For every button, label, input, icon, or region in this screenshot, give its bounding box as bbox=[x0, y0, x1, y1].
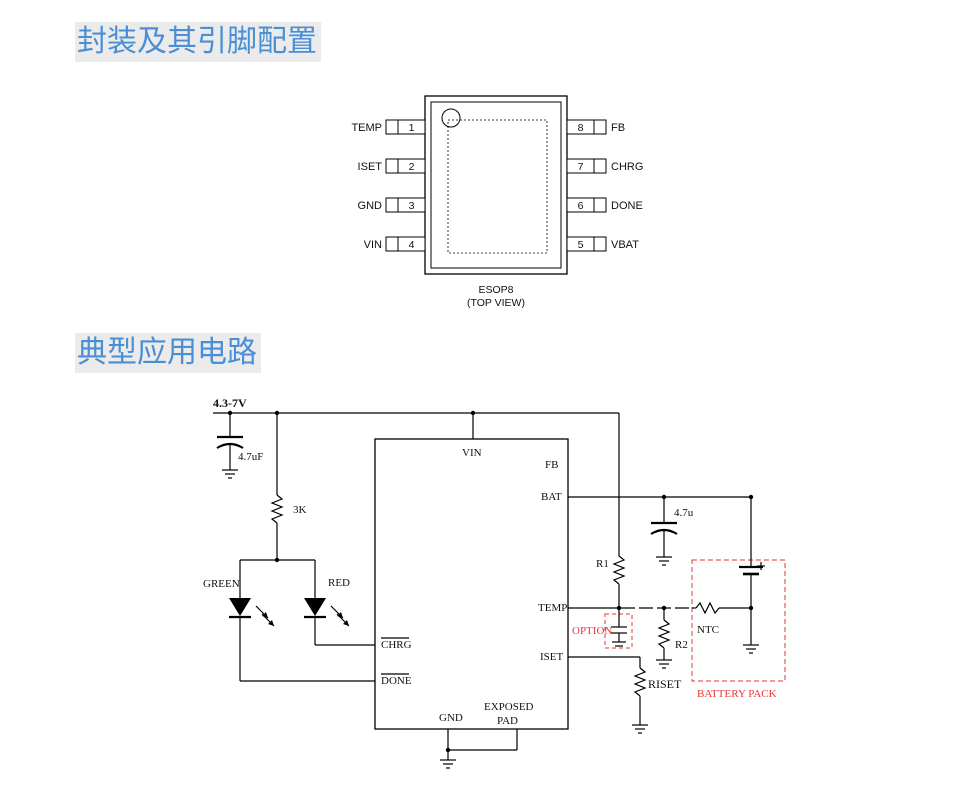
option-capacitor: OPTION bbox=[572, 608, 633, 649]
battery-pack-box bbox=[691, 559, 786, 682]
resistor-r1: R1 bbox=[596, 413, 626, 608]
ic-pin-gnd: GND bbox=[439, 712, 463, 724]
ic-pin-temp: TEMP bbox=[538, 602, 567, 614]
esop8-package: 1 TEMP 2 ISET 3 GND 4 VIN 8 FB bbox=[351, 95, 643, 309]
battery-pack-label: BATTERY PACK bbox=[697, 688, 777, 700]
pin-5-number: 5 bbox=[578, 239, 584, 251]
pin-8: 8 FB bbox=[566, 119, 625, 135]
exposed-pad-outline bbox=[447, 119, 548, 254]
ic-pin-iset: ISET bbox=[540, 651, 564, 663]
pin-6-number: 6 bbox=[578, 200, 584, 212]
r1-label: R1 bbox=[596, 558, 609, 570]
ntc-label: NTC bbox=[697, 624, 719, 636]
pin-8-number: 8 bbox=[578, 122, 584, 134]
green-led: GREEN bbox=[203, 560, 275, 681]
pin-3-label: GND bbox=[358, 200, 383, 212]
ic-pin-bat: BAT bbox=[541, 491, 562, 503]
section-title-circuit: 典型应用电路 bbox=[75, 333, 261, 373]
ic-ground bbox=[440, 729, 518, 769]
pin-1-label: TEMP bbox=[351, 122, 382, 134]
pin-3: 3 GND bbox=[358, 197, 426, 213]
package-inner-outline bbox=[430, 101, 562, 269]
pin-5: 5 VBAT bbox=[566, 236, 639, 252]
c-out-label: 4.7u bbox=[674, 507, 694, 519]
package-outline bbox=[424, 95, 568, 275]
supply-label: 4.3-7V bbox=[213, 396, 247, 410]
red-led: RED bbox=[304, 560, 350, 645]
ic-body bbox=[374, 438, 569, 730]
pin-7: 7 CHRG bbox=[566, 158, 643, 174]
led-resistor: 3K bbox=[270, 413, 307, 560]
ic-pin-pad: PAD bbox=[497, 715, 518, 727]
led-red-label: RED bbox=[328, 577, 350, 589]
pin-1: 1 TEMP bbox=[351, 119, 426, 135]
pin-6-label: DONE bbox=[611, 200, 643, 212]
pin-6: 6 DONE bbox=[566, 197, 643, 213]
c-in-label: 4.7uF bbox=[238, 451, 263, 463]
pin-2-number: 2 bbox=[409, 161, 415, 173]
pin-2: 2 ISET bbox=[358, 158, 426, 174]
resistor-r2: R2 bbox=[656, 608, 688, 669]
riset-label: RISET bbox=[648, 677, 682, 691]
resistor-riset: RISET bbox=[568, 656, 682, 734]
pin-8-label: FB bbox=[611, 122, 625, 134]
application-circuit: 4.3-7V VIN 4.7uF 3K bbox=[203, 396, 786, 769]
ic-pin-done: DONE bbox=[381, 675, 412, 687]
option-label: OPTION bbox=[572, 625, 612, 637]
pin-7-number: 7 bbox=[578, 161, 584, 173]
section-title-package: 封装及其引脚配置 bbox=[75, 22, 321, 62]
pin1-marker bbox=[441, 108, 461, 128]
pin-1-number: 1 bbox=[409, 122, 415, 134]
option-box bbox=[604, 613, 633, 649]
battery-pack: BATTERY PACK NTC bbox=[691, 497, 786, 700]
r-led-label: 3K bbox=[293, 504, 307, 516]
pin-5-label: VBAT bbox=[611, 239, 639, 251]
package-view: (TOP VIEW) bbox=[467, 297, 525, 309]
pin-4: 4 VIN bbox=[364, 236, 426, 252]
ic-pin-vin: VIN bbox=[462, 447, 482, 459]
pin-4-number: 4 bbox=[409, 239, 415, 251]
led-green-label: GREEN bbox=[203, 578, 240, 590]
pin-4-label: VIN bbox=[364, 239, 382, 251]
output-capacitor: 4.7u bbox=[650, 497, 694, 566]
r2-label: R2 bbox=[675, 639, 688, 651]
ic-pin-exposed: EXPOSED bbox=[484, 701, 534, 713]
ic-pin-fb: FB bbox=[545, 459, 558, 471]
pin-3-number: 3 bbox=[409, 200, 415, 212]
pin-7-label: CHRG bbox=[611, 161, 643, 173]
package-name: ESOP8 bbox=[478, 284, 513, 296]
input-capacitor: 4.7uF bbox=[216, 413, 263, 479]
pin-2-label: ISET bbox=[358, 161, 383, 173]
ic-pin-chrg: CHRG bbox=[381, 639, 412, 651]
